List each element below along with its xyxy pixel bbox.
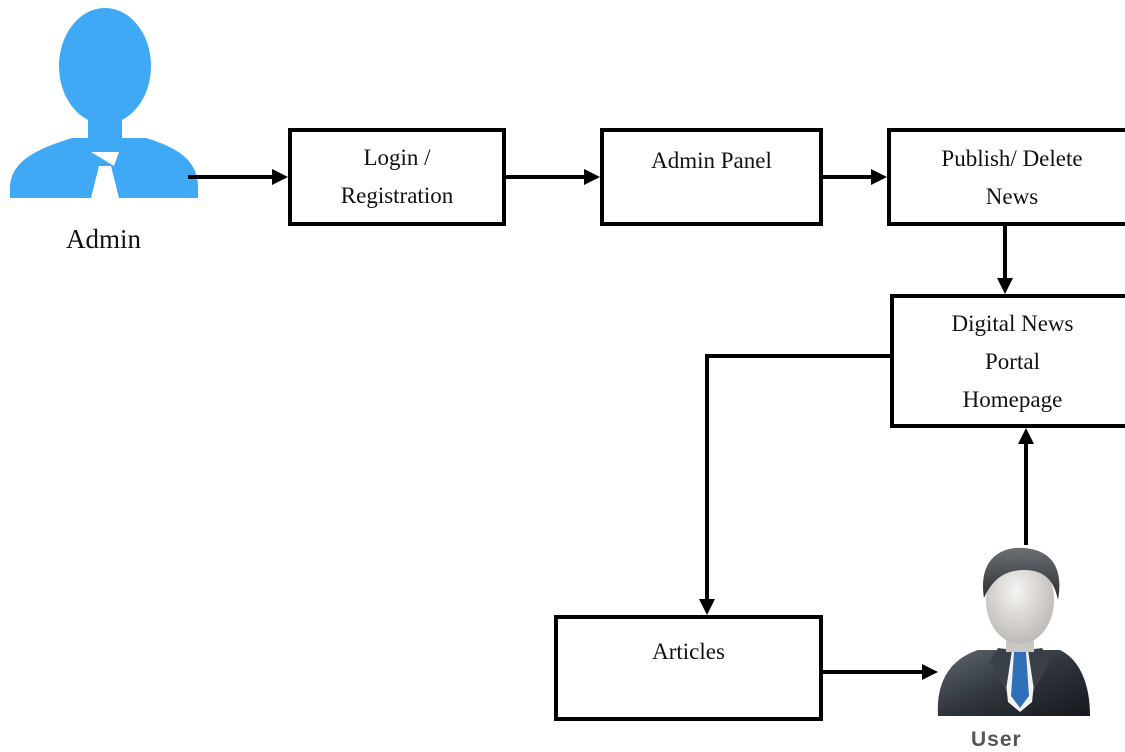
publish-line-2: News	[985, 184, 1039, 209]
user-businessman-icon	[937, 547, 1090, 716]
articles-line-1: Articles	[652, 639, 725, 664]
portal-line-3: Homepage	[962, 387, 1063, 412]
admin-panel-line-1: Admin Panel	[651, 148, 772, 173]
login-registration-box: Login / Registration	[288, 128, 506, 226]
portal-line-1: Digital News	[951, 311, 1074, 336]
admin-label: Admin	[66, 224, 142, 254]
portal-line-2: Portal	[985, 349, 1040, 374]
publish-delete-news-box: Publish/ Delete News	[887, 128, 1125, 226]
articles-box: Articles	[554, 615, 823, 721]
user-label: User	[971, 728, 1022, 751]
digital-news-portal-homepage-box: Digital News Portal Homepage	[890, 294, 1125, 428]
connectors	[188, 169, 1034, 680]
publish-line-1: Publish/ Delete	[941, 146, 1083, 171]
admin-panel-box: Admin Panel	[600, 128, 823, 226]
admin-person-icon	[10, 8, 198, 214]
login-line-1: Login /	[363, 145, 431, 170]
login-line-2: Registration	[340, 183, 454, 208]
